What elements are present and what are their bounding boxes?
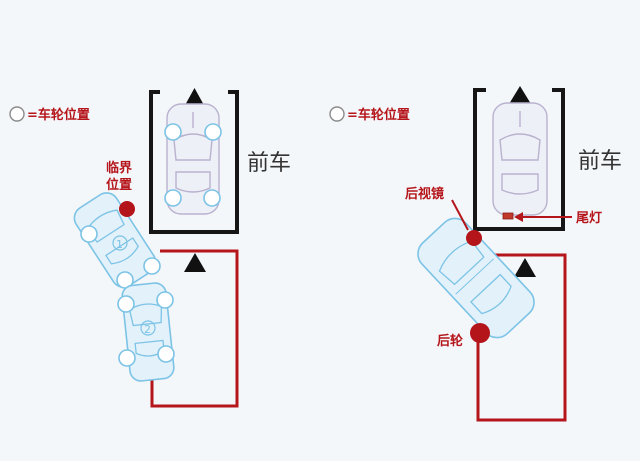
rear-wheel-label: 后轮 (437, 333, 463, 349)
wheel-icon (118, 349, 136, 367)
wheel-icon (164, 123, 182, 141)
wheel-icon (80, 225, 98, 243)
legend-text: =车轮位置 (347, 107, 410, 123)
front-slot-outline (473, 88, 565, 231)
mirror-label: 后视镜 (405, 186, 444, 202)
front-car-wheels (164, 123, 222, 207)
legend-wheel-icon (9, 106, 25, 122)
legend-text: =车轮位置 (27, 107, 90, 123)
target-slot-arrow (184, 253, 206, 272)
critical-label-line2: 位置 (106, 177, 132, 193)
reversing-car-1 (73, 192, 157, 288)
car-1-wheels (80, 225, 161, 289)
front-slot-outline (149, 90, 239, 234)
car-2-number-ring (140, 320, 156, 336)
taillight-marker (502, 212, 514, 220)
critical-label-line1: 临界 (106, 160, 132, 176)
wheel-icon (164, 189, 182, 207)
car-1-number: 1 (116, 238, 123, 251)
mirror-marker (466, 230, 482, 246)
mirror-leader-line (451, 199, 469, 231)
front-parked-car (492, 102, 548, 216)
wheel-icon (156, 291, 174, 309)
wheel-icon (157, 345, 175, 363)
wheel-icon (204, 123, 222, 141)
rear-wheel-marker (470, 323, 490, 343)
front-slot-arrow (509, 86, 531, 104)
critical-position-marker (119, 201, 135, 217)
front-car-label: 前车 (247, 151, 291, 176)
reversing-car (417, 217, 535, 339)
legend-wheel-icon (329, 106, 345, 122)
target-slot-outline (150, 249, 239, 408)
front-car-label: 前车 (578, 149, 622, 174)
taillight-arrow-head (514, 212, 523, 222)
right-panel: =车轮位置 前车 尾灯 后视镜 (329, 86, 622, 422)
wheel-icon (117, 295, 135, 313)
left-panel: =车轮位置 前车 1 (9, 88, 291, 408)
taillight-label: 尾灯 (576, 210, 602, 226)
car-2-wheels (117, 291, 175, 367)
wheel-icon (203, 189, 221, 207)
target-slot-arrow (514, 258, 536, 277)
front-slot-arrow (184, 88, 205, 107)
wheel-icon (143, 257, 161, 275)
car-1-number-ring (112, 235, 128, 251)
car-2-number: 2 (144, 323, 151, 336)
target-slot-outline (476, 253, 567, 422)
